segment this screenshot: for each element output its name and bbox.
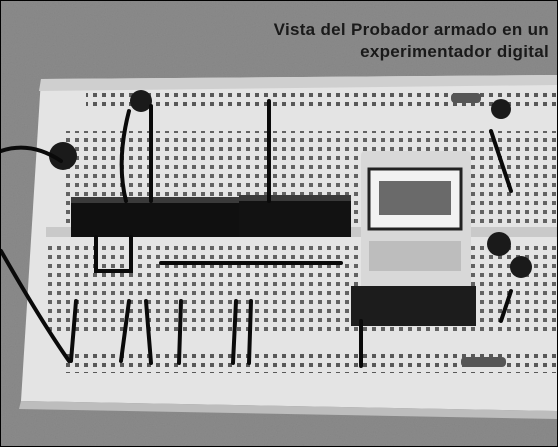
wires: [1, 99, 513, 368]
bottom-power-rail: [61, 353, 557, 373]
resistor-top: [451, 93, 481, 103]
led-mid-right: [487, 232, 511, 256]
caption-line-2: experimentador digital: [360, 42, 549, 61]
led-top-right: [491, 99, 511, 119]
display-base: [351, 286, 476, 326]
capacitor-top: [130, 90, 152, 112]
ic-chip-left: [71, 201, 251, 237]
transistor-left: [49, 142, 77, 170]
resistor-bottom: [461, 357, 506, 367]
caption-line-1: Vista del Probador armado en un: [273, 20, 549, 39]
lower-terminal-strip: [46, 241, 557, 336]
photo-caption: Vista del Probador armado en un experime…: [274, 19, 549, 63]
led-low-right: [510, 256, 532, 278]
top-power-rail: [86, 93, 556, 111]
ic-chip-right: [239, 199, 351, 237]
